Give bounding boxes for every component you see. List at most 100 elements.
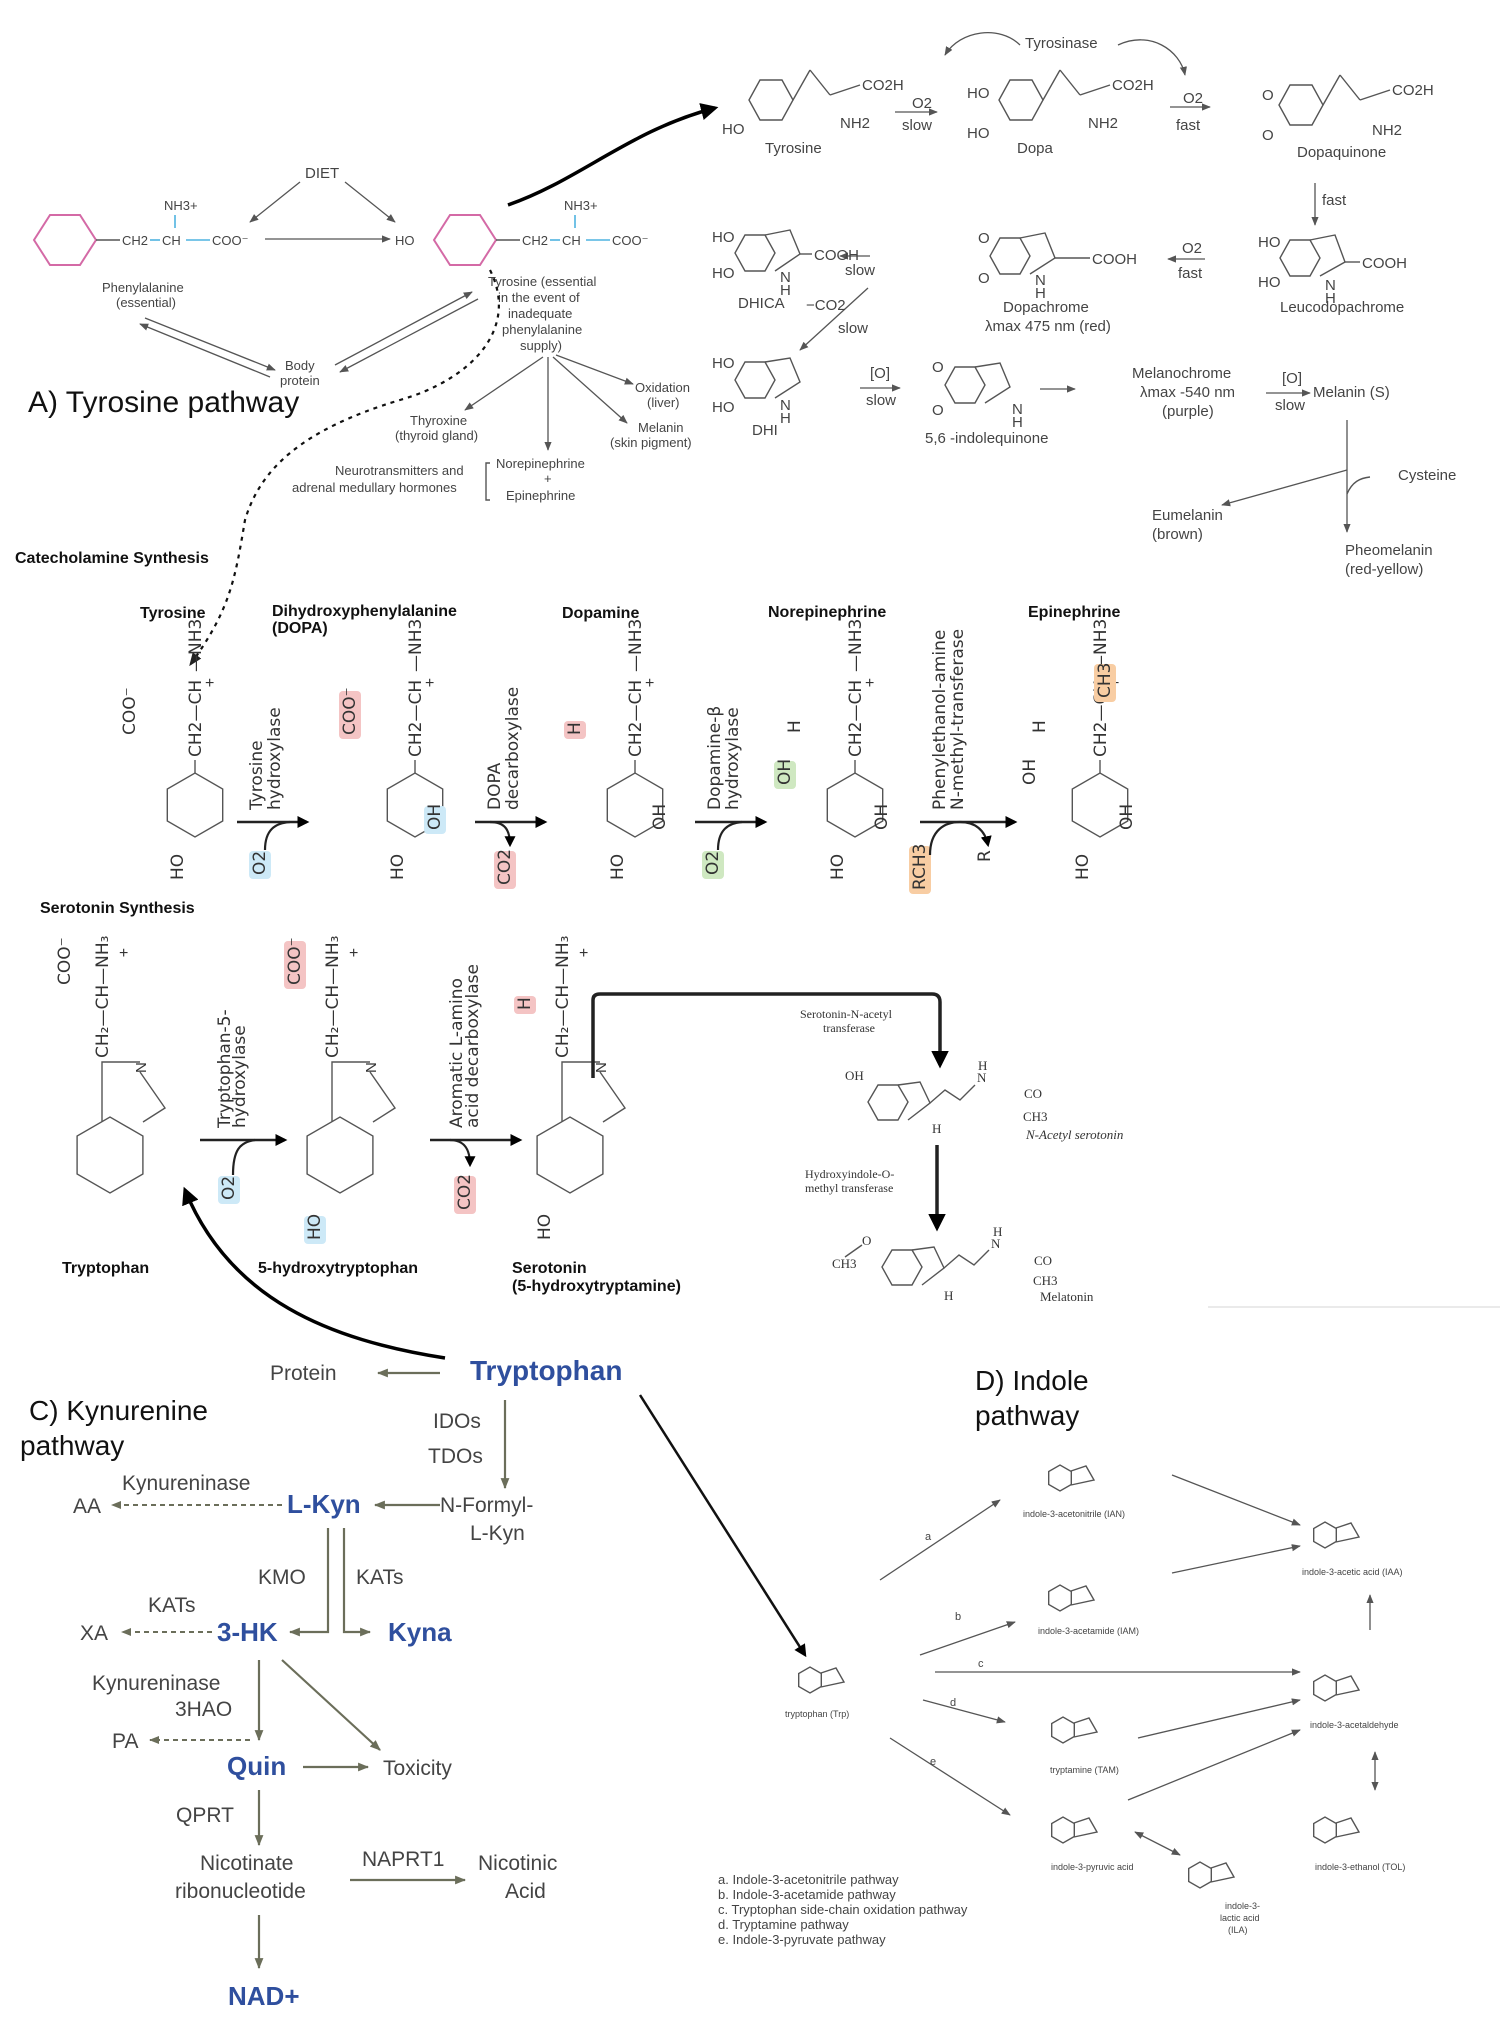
svg-text:Nicotinate: Nicotinate [200, 1852, 293, 1875]
svg-text:d: d [950, 1697, 956, 1709]
svg-text:H: H [978, 1058, 987, 1073]
svg-text:Epinephrine: Epinephrine [506, 488, 575, 503]
svg-text:H: H [932, 1121, 941, 1136]
benzene-ring [1312, 1674, 1338, 1702]
cofactor: O2 [218, 1176, 240, 1204]
body-protein-label: Body [285, 358, 315, 373]
svg-text:HO: HO [712, 355, 735, 372]
svg-text:NAPRT1: NAPRT1 [362, 1848, 444, 1871]
panel-a-title: A) Tyrosine pathway [28, 386, 299, 419]
svg-text:λmax -540 nm: λmax -540 nm [1140, 384, 1235, 401]
svg-text:Serotonin-N-acetyl: Serotonin-N-acetyl [800, 1007, 893, 1021]
amine: —NH3 [626, 619, 646, 672]
serotonin-synthesis: Serotonin Synthesis Tryptophan 5-hydroxy… [40, 900, 681, 1295]
indole-pathway: D) Indole pathway indole-3-acetonitrile … [718, 1365, 1405, 1947]
hydrogen-highlight: H [564, 721, 586, 739]
svg-text:slow: slow [845, 262, 875, 279]
svg-text:N: N [363, 1062, 380, 1073]
svg-text:+: + [544, 471, 552, 486]
svg-text:HO: HO [722, 121, 745, 138]
svg-text:(brown): (brown) [1152, 526, 1203, 543]
svg-text:λmax 475 nm (red): λmax 475 nm (red) [985, 318, 1111, 335]
svg-text:H: H [944, 1288, 953, 1303]
dopachrome-compound: Dopachrome [1003, 299, 1089, 316]
cofactor: O2 [249, 851, 271, 879]
leucodopachrome-compound: Leucodopachrome [1280, 299, 1404, 316]
svg-text:slow: slow [838, 320, 868, 337]
svg-text:(purple): (purple) [1162, 403, 1214, 420]
kynurenine-pathway: Tryptophan Protein C) Kynurenine pathway… [20, 1186, 622, 2011]
svg-text:N: N [1035, 272, 1046, 289]
svg-text:H: H [515, 997, 535, 1010]
hydrogen: H [785, 720, 805, 733]
svg-text:slow: slow [902, 117, 932, 134]
svg-text:Toxicity: Toxicity [383, 1757, 452, 1780]
enzyme-label: Phenylethanol-amine [930, 630, 950, 810]
svg-text:slow: slow [1275, 397, 1305, 414]
svg-text:XA: XA [80, 1622, 108, 1645]
indole-ring [1073, 1717, 1099, 1738]
svg-text:N: N [1325, 277, 1336, 294]
svg-text:OH: OH [845, 1068, 864, 1083]
svg-text:HO: HO [712, 265, 735, 282]
tyrosinase-label: Tyrosinase [1025, 35, 1098, 52]
svg-text:methyl transferase: methyl transferase [805, 1181, 893, 1195]
svg-text:OH: OH [650, 804, 670, 830]
svg-text:O2: O2 [250, 851, 270, 875]
svg-text:NH2: NH2 [1372, 122, 1402, 139]
svg-text:(thyroid gland): (thyroid gland) [395, 428, 478, 443]
benzene-ring [166, 772, 224, 838]
kyn-3hk: 3-HK [217, 1617, 278, 1647]
side-chain: CH2—CH [406, 680, 426, 757]
svg-text:CH2—CH: CH2—CH [406, 680, 426, 757]
svg-text:HO: HO [1258, 234, 1281, 251]
svg-text:decarboxylase: decarboxylase [503, 687, 523, 810]
carboxylate-highlight: COO⁻ [339, 687, 361, 739]
svg-text:COO⁻: COO⁻ [55, 937, 75, 985]
svg-text:(DOPA): (DOPA) [272, 620, 328, 637]
svg-text:L-Kyn: L-Kyn [470, 1522, 525, 1545]
svg-text:CH3: CH3 [1033, 1273, 1058, 1288]
catecholamine-title: Catecholamine Synthesis [15, 550, 209, 567]
svg-text:COOH: COOH [1362, 255, 1407, 272]
svg-text:N: N [133, 1062, 150, 1073]
svg-text:Acid: Acid [505, 1880, 546, 1903]
svg-text:H: H [780, 282, 791, 299]
svg-text:Phenylethanol-amine: Phenylethanol-amine [930, 630, 950, 810]
meta-hydroxyl-highlight: OH [424, 804, 446, 834]
svg-text:a: a [925, 1531, 932, 1543]
serotonin-title: Serotonin Synthesis [40, 900, 195, 917]
side-chain: CH₂—CH—NH₃ [553, 936, 573, 1058]
meta-hydroxyl: OH [872, 804, 892, 830]
svg-text:(ILA): (ILA) [1228, 1925, 1248, 1935]
side-chain: CH2—CH [186, 680, 206, 757]
svg-text:O: O [932, 402, 944, 419]
enzyme-label: hydroxylase [265, 707, 285, 810]
svg-text:Cysteine: Cysteine [1398, 467, 1456, 484]
svg-text:CH3: CH3 [832, 1256, 857, 1271]
enzyme-label: Dopamine-β [705, 706, 725, 810]
svg-text:CH: CH [562, 233, 581, 248]
para-hydroxyl: HO [168, 854, 188, 880]
indole-ring [1335, 1817, 1361, 1838]
svg-text:NH3+: NH3+ [564, 198, 598, 213]
svg-text:CH₂—CH—NH₃: CH₂—CH—NH₃ [553, 936, 573, 1058]
svg-text:O: O [862, 1233, 871, 1248]
svg-text:N-methyl-transferase: N-methyl-transferase [948, 629, 968, 810]
svg-text:D) Indole: D) Indole [975, 1365, 1089, 1396]
svg-text:Protein: Protein [270, 1362, 337, 1385]
svg-text:CH2—CH: CH2—CH [626, 680, 646, 757]
svg-text:tryptamine (TAM): tryptamine (TAM) [1050, 1765, 1119, 1775]
melanin-pathway: Tyrosinase CO2H NH2 HO Tyrosine O2 slow … [712, 32, 1456, 578]
svg-text:Hydroxyindole-O-: Hydroxyindole-O- [805, 1167, 894, 1181]
svg-text:protein: protein [280, 373, 320, 388]
carboxylate: COO⁻ [55, 937, 75, 985]
benzene-ring [76, 1116, 144, 1194]
svg-text:OH: OH [872, 804, 892, 830]
svg-text:O: O [978, 230, 990, 247]
benzene-ring [1047, 1464, 1073, 1492]
diet-to-tyr-arrow [344, 181, 396, 223]
svg-text:CH₂—CH—NH₃: CH₂—CH—NH₃ [93, 936, 113, 1058]
svg-text:H: H [1035, 285, 1046, 302]
